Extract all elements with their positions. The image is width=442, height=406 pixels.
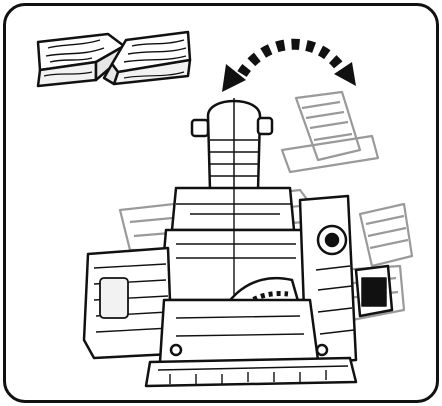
wood-plank-bevel-cut-icon [36, 30, 192, 88]
curved-double-arrow-icon [222, 38, 356, 92]
circular-saw-front-view [82, 98, 394, 388]
